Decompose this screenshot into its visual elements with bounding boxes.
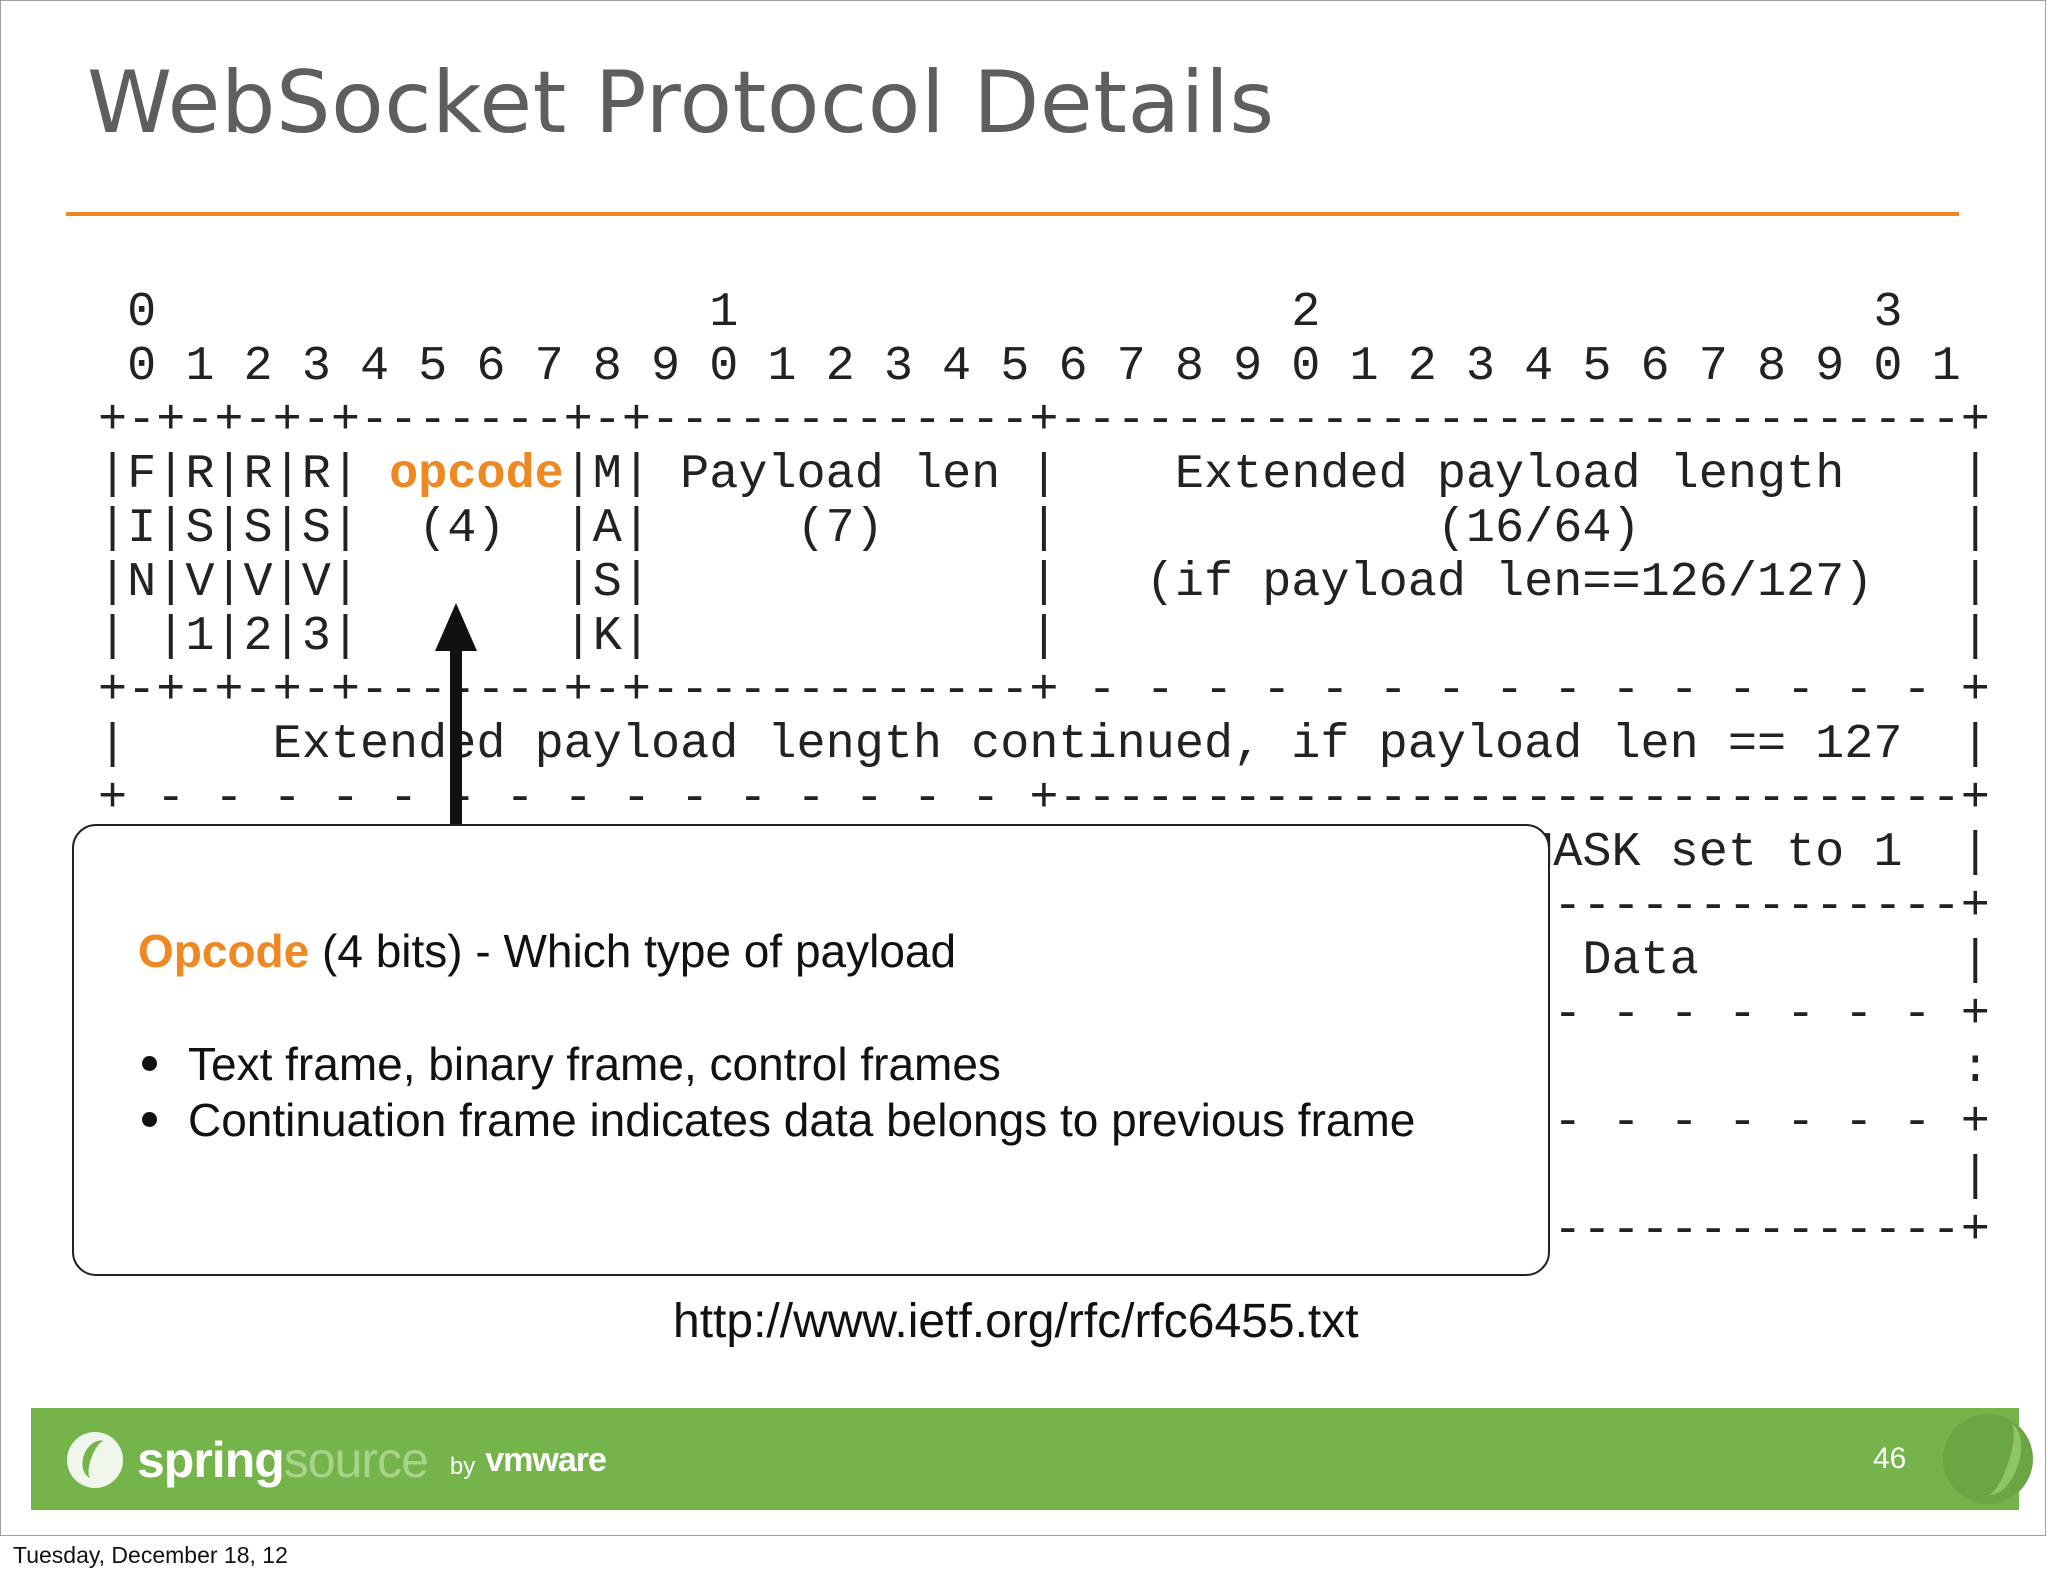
callout-heading-text: (4 bits) - Which type of payload xyxy=(309,925,957,977)
slide-title: WebSocket Protocol Details xyxy=(87,53,1275,153)
print-date: Tuesday, December 18, 12 xyxy=(13,1542,288,1568)
slide: WebSocket Protocol Details 0 1 2 3 0 1 2… xyxy=(0,0,2046,1536)
logo-spring-text: spring xyxy=(137,1432,285,1488)
spring-leaf-icon xyxy=(67,1432,123,1488)
swirl-decoration-icon xyxy=(1943,1414,2033,1504)
callout-bullet-list: Text frame, binary frame, control frames… xyxy=(138,1036,1415,1148)
opcode-callout: Opcode (4 bits) - Which type of payload … xyxy=(72,824,1550,1276)
opcode-label: opcode xyxy=(389,447,564,502)
logo-by-text: by xyxy=(449,1453,476,1480)
list-item: Text frame, binary frame, control frames xyxy=(138,1036,1415,1092)
pointer-arrow-icon xyxy=(435,603,477,841)
list-item: Continuation frame indicates data belong… xyxy=(138,1092,1415,1148)
bullet-text: Text frame, binary frame, control frames xyxy=(188,1038,1001,1090)
bullet-text: Continuation frame indicates data belong… xyxy=(188,1094,1416,1146)
logo-source-text: source xyxy=(283,1432,429,1488)
logo-vmware-text: vmware xyxy=(485,1440,607,1479)
bullet-icon xyxy=(142,1056,157,1071)
title-divider xyxy=(66,212,1959,216)
page-number: 46 xyxy=(1873,1442,1907,1475)
bullet-icon xyxy=(142,1112,157,1127)
source-link[interactable]: http://www.ietf.org/rfc/rfc6455.txt xyxy=(673,1295,1359,1348)
callout-heading: Opcode (4 bits) - Which type of payload xyxy=(138,924,956,978)
callout-heading-term: Opcode xyxy=(138,925,310,977)
